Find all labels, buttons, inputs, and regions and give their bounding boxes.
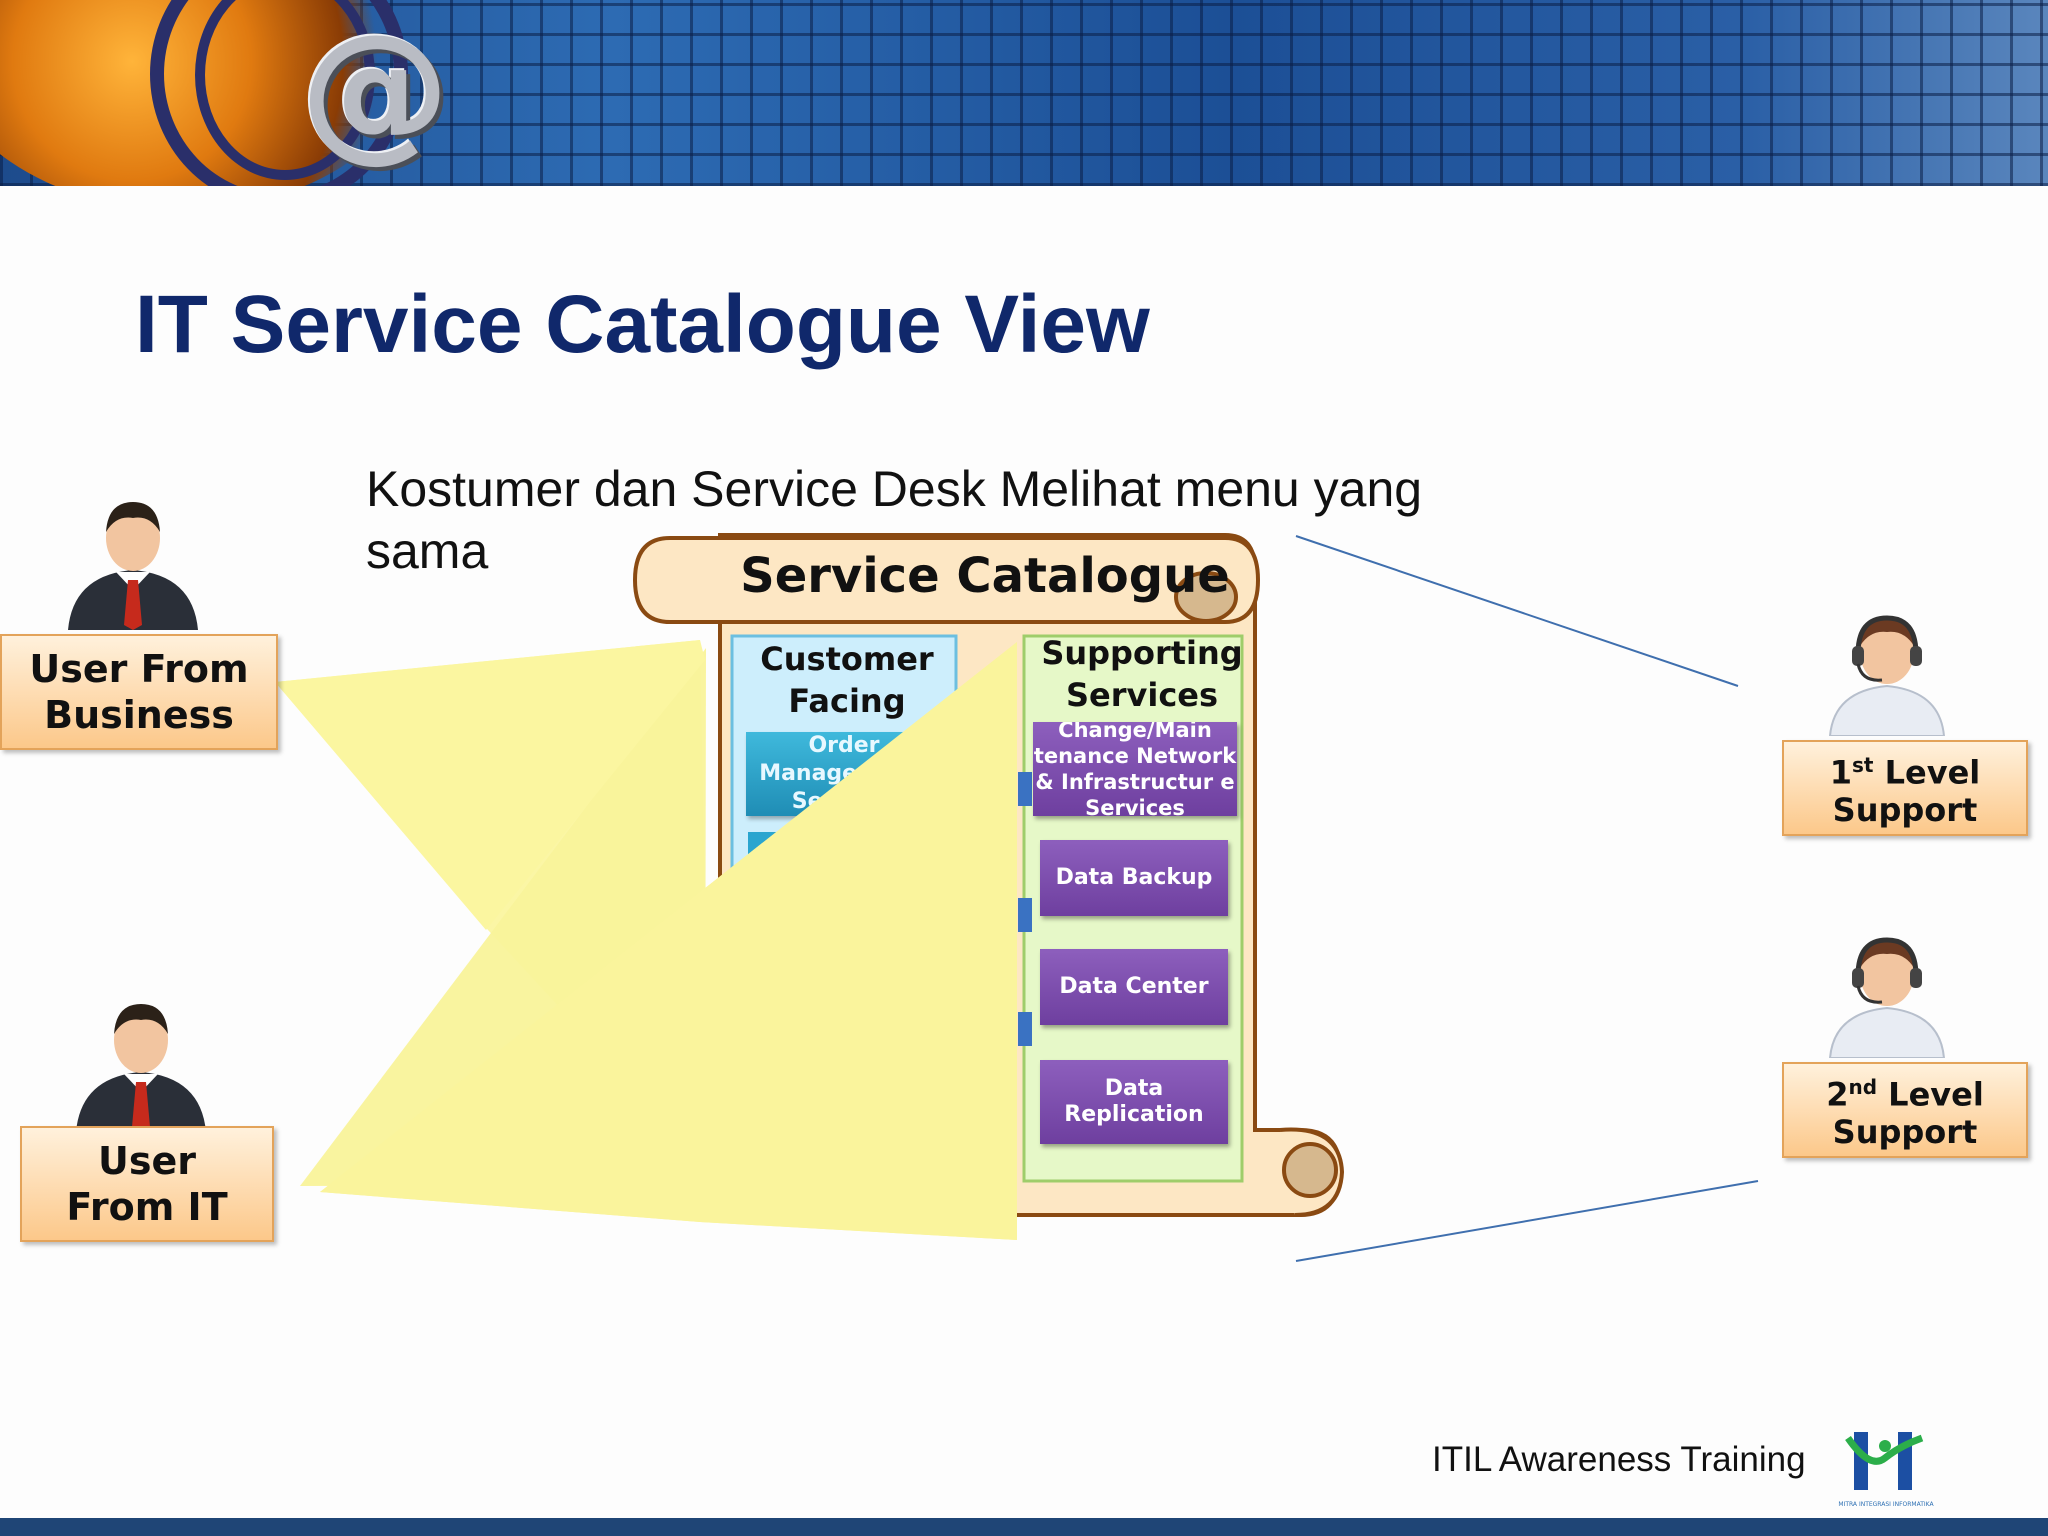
- scroll-title: Service Catalogue: [740, 548, 1230, 604]
- first-level-line1: 1st Level: [1830, 747, 1981, 792]
- user-from-business-label: User From Business: [0, 634, 278, 750]
- support-word: Support: [1832, 1112, 1978, 1151]
- service-item-label: Data Backup: [1055, 865, 1213, 890]
- businessman-icon: [68, 502, 198, 630]
- ring-graphic: [195, 0, 375, 180]
- headset-agent-icon: [1828, 937, 1946, 1058]
- slide-title: IT Service Catalogue View: [135, 279, 1150, 370]
- second-level-support-label: 2nd Level Support: [1782, 1062, 2028, 1158]
- column-connector: [1018, 1012, 1032, 1046]
- customer-facing-heading: Customer Facing: [760, 640, 934, 720]
- level-word: Level: [1884, 753, 1981, 792]
- businessman-icon: [76, 1004, 206, 1132]
- at-sign-icon: @: [300, 3, 450, 177]
- column-connector: [1018, 898, 1032, 932]
- connector-line: [1295, 1180, 1759, 1262]
- service-item-label: Data Center: [1059, 974, 1209, 999]
- service-item: Data Center: [1040, 949, 1228, 1025]
- service-item: Change/Main tenance Network & Infrastruc…: [1033, 722, 1237, 816]
- user-from-business-text: User From Business: [29, 647, 249, 737]
- yellow-callout-shape: [275, 640, 705, 930]
- ordinal-suffix: nd: [1848, 1075, 1878, 1100]
- scroll-curl: [1282, 1142, 1338, 1198]
- level-word: Level: [1888, 1075, 1984, 1114]
- ordinal-suffix: st: [1852, 753, 1874, 778]
- yellow-callout-shape: [320, 642, 1017, 1240]
- level-number: 1: [1829, 753, 1853, 792]
- service-item-label: Change/Main tenance Network & Infrastruc…: [1033, 722, 1237, 816]
- first-level-support-label: 1st Level Support: [1782, 740, 2028, 836]
- slide-subtitle: Kostumer dan Service Desk Melihat menu y…: [366, 461, 1423, 579]
- column-connector: [1018, 772, 1032, 806]
- level-number: 2: [1826, 1075, 1849, 1114]
- connector-line: [1295, 535, 1739, 687]
- support-word: Support: [1832, 790, 1978, 829]
- user-from-it-text: User From IT: [66, 1139, 228, 1229]
- service-item: Data Backup: [1040, 840, 1228, 916]
- user-from-it-label: User From IT: [20, 1126, 274, 1242]
- scroll-top-roll: [632, 536, 1261, 624]
- service-item-label: Data Replication: [1064, 1076, 1204, 1127]
- headset-agent-icon: [1828, 615, 1946, 736]
- header-banner: @: [0, 0, 2048, 186]
- company-logo: [1845, 1432, 1924, 1490]
- supporting-services-heading: Supporting Services: [1041, 634, 1243, 714]
- service-item: Data Replication: [1040, 1060, 1228, 1144]
- footer-text: ITIL Awareness Training: [1432, 1440, 1806, 1479]
- scroll-curl: [1174, 571, 1238, 623]
- logo-caption: MITRA INTEGRASI INFORMATIKA: [1838, 1501, 1934, 1508]
- bottom-bar: [0, 1518, 2048, 1536]
- second-level-line1: 2nd Level: [1826, 1069, 1984, 1114]
